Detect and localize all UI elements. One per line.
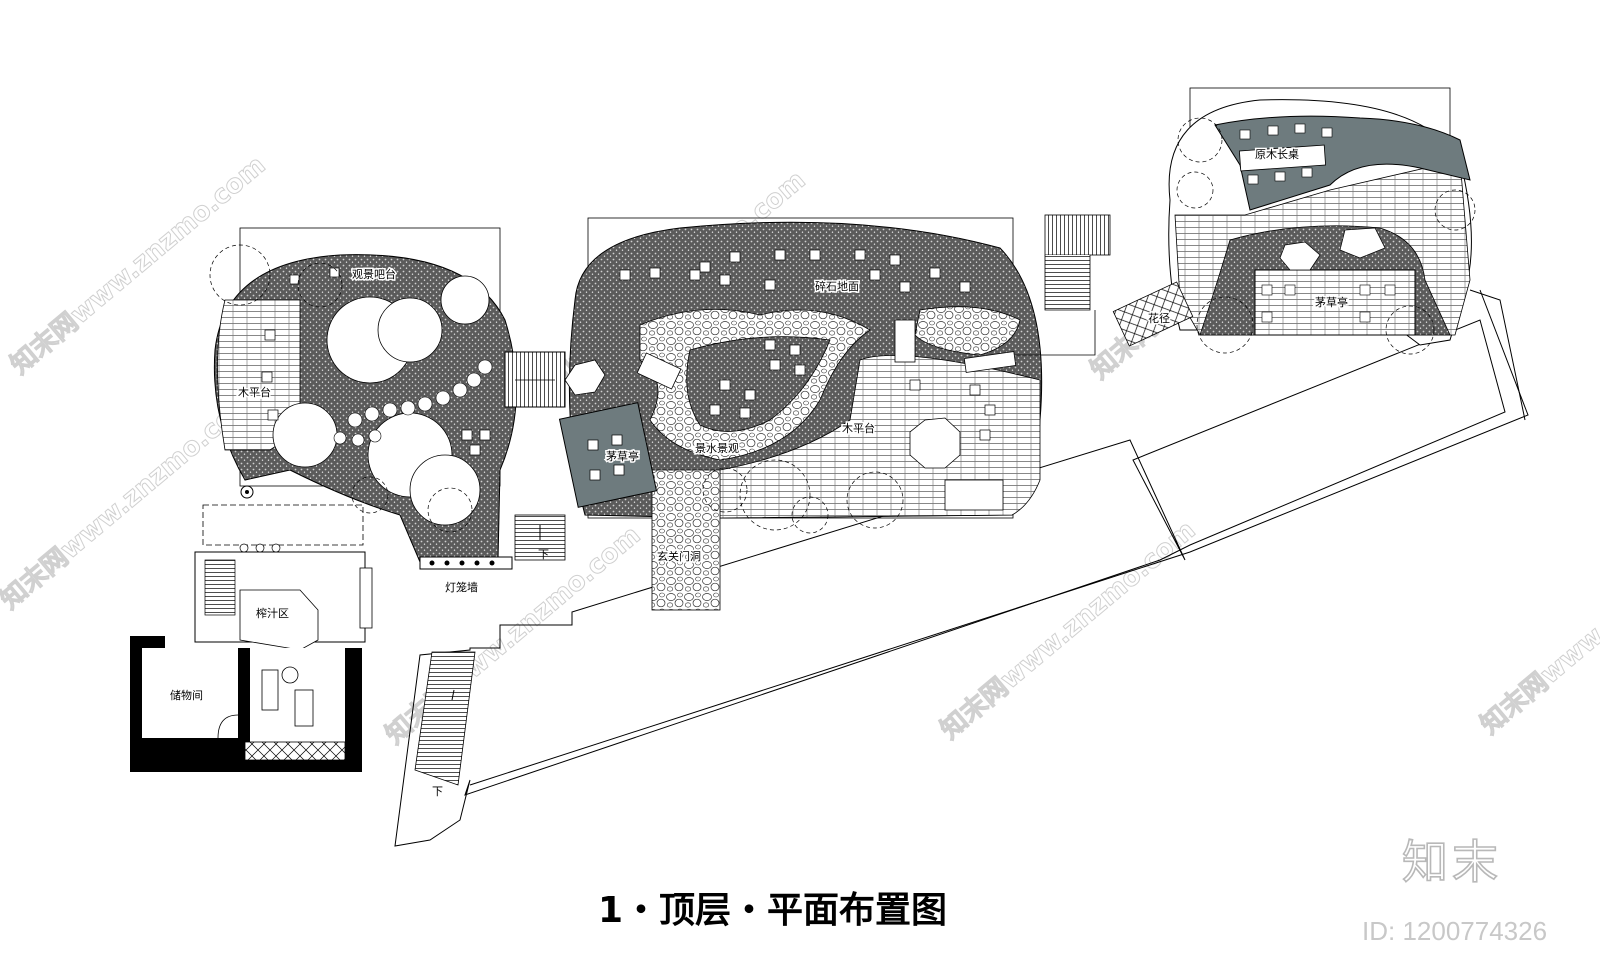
gravel-ground-label: 碎石地面 — [815, 279, 859, 293]
juice-area-label: 榨汁区 — [256, 606, 289, 620]
storage-label: 储物间 — [170, 688, 203, 702]
upper-stairs — [1015, 214, 1111, 356]
left-garden-zone: 观景吧台 木平台 灯笼墙 下 — [209, 227, 566, 594]
document-id: ID: 1200774326 — [1362, 916, 1547, 946]
lower-stairs: 下 — [414, 651, 476, 798]
wood-deck-left-label: 木平台 — [238, 385, 271, 399]
down-label: 下 — [432, 785, 443, 798]
wood-deck-mid-label: 木平台 — [842, 421, 875, 435]
brand-watermark: 知末 — [1402, 835, 1502, 889]
middle-garden-zone: 碎石地面 茅草亭 景水景观 木平台 玄关门洞 — [558, 217, 1043, 611]
site-boundary — [394, 289, 1529, 847]
right-garden-zone: 原木长桌 茅草亭 花径 — [1112, 87, 1476, 355]
building-block: 榨汁区 储物间 — [130, 504, 373, 772]
entrance-path-label: 玄关门洞 — [657, 549, 701, 563]
lantern-wall-label: 灯笼墙 — [445, 580, 478, 594]
site-watermark: 知末网www.znzmo.com — [935, 515, 1201, 745]
seat-group — [619, 249, 996, 441]
down-label: 下 — [538, 548, 549, 561]
flower-path-label: 花径 — [1148, 312, 1170, 325]
landscape-pond-label: 景水景观 — [695, 442, 739, 455]
thatched-pavilion-label: 茅草亭 — [1315, 295, 1348, 309]
drawing-title: 1・顶层・平面布置图 — [598, 890, 947, 931]
log-table-label: 原木长桌 — [1255, 148, 1299, 161]
site-watermark: 知末网www.znzmo.com — [1475, 510, 1600, 740]
thatched-pavilion-label: 茅草亭 — [606, 449, 639, 463]
viewing-terrace-label: 观景吧台 — [352, 267, 396, 281]
